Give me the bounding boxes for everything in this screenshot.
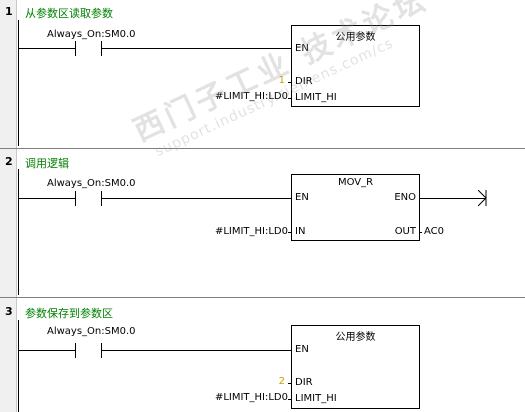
rung-wire: [19, 48, 75, 49]
contact-left-bar[interactable]: [75, 191, 76, 206]
pin-en: EN: [295, 344, 309, 355]
network-number: 2: [5, 155, 13, 168]
rung-wire: [101, 48, 292, 49]
power-rail: [18, 320, 19, 412]
pin-dir: DIR: [295, 76, 313, 87]
network-comment[interactable]: 参数保存到参数区: [25, 307, 113, 320]
network-number: 3: [5, 305, 13, 318]
contact-left-bar[interactable]: [75, 343, 76, 358]
operand-limit-hi[interactable]: #LIMIT_HI:LD0: [214, 91, 288, 102]
network-separator: [0, 297, 525, 298]
network-gutter: [0, 298, 17, 412]
contact-left-bar[interactable]: [75, 41, 76, 56]
network-number: 1: [5, 5, 13, 18]
mov-r-box[interactable]: MOV_R EN ENO IN OUT: [291, 174, 420, 241]
pin-eno: ENO: [394, 192, 416, 203]
rung-wire: [101, 350, 292, 351]
box-title: 公用参数: [335, 332, 376, 343]
pin-in: IN: [295, 226, 306, 237]
box-title: MOV_R: [337, 177, 374, 188]
network-3[interactable]: 3 参数保存到参数区 Always_On:SM0.0 公用参数 EN DIR L…: [0, 298, 525, 412]
network-gutter: [0, 149, 17, 297]
pin-tick: [288, 399, 291, 400]
pin-tick: [419, 232, 422, 233]
rung-wire: [19, 350, 75, 351]
network-comment[interactable]: 调用逻辑: [25, 157, 69, 170]
operand-out[interactable]: AC0: [424, 226, 445, 237]
contact-label: Always_On:SM0.0: [47, 326, 136, 337]
network-separator: [0, 148, 525, 149]
pin-en: EN: [295, 192, 309, 203]
pin-en: EN: [295, 43, 309, 54]
rung-wire: [19, 198, 75, 199]
contact-label: Always_On:SM0.0: [47, 29, 136, 40]
operand-in[interactable]: #LIMIT_HI:LD0: [214, 226, 288, 237]
network-gutter: [0, 0, 17, 148]
box-title: 公用参数: [335, 32, 376, 43]
pin-tick: [288, 98, 291, 99]
operand-limit-hi[interactable]: #LIMIT_HI:LD0: [214, 392, 288, 403]
contact-label: Always_On:SM0.0: [47, 178, 136, 189]
eno-wire: [419, 198, 485, 199]
power-rail: [18, 20, 19, 146]
pin-tick: [288, 383, 291, 384]
operand-dir[interactable]: 2: [278, 376, 285, 387]
pin-tick: [288, 232, 291, 233]
coil-arrow-icon: [478, 190, 487, 207]
network-2[interactable]: 2 调用逻辑 Always_On:SM0.0 MOV_R EN ENO IN O…: [0, 149, 525, 297]
function-box[interactable]: 公用参数 EN DIR LIMIT_HI: [291, 325, 420, 409]
network-1[interactable]: 1 从参数区读取参数 Always_On:SM0.0 公用参数 EN DIR L…: [0, 0, 525, 148]
operand-dir[interactable]: 1: [278, 75, 285, 86]
pin-tick: [288, 82, 291, 83]
pin-limit-hi: LIMIT_HI: [295, 393, 337, 404]
function-box[interactable]: 公用参数 EN DIR LIMIT_HI: [291, 25, 420, 107]
rung-wire: [101, 198, 292, 199]
pin-limit-hi: LIMIT_HI: [295, 92, 337, 103]
power-rail: [18, 169, 19, 295]
pin-out: OUT: [394, 226, 416, 237]
network-comment[interactable]: 从参数区读取参数: [25, 7, 113, 20]
pin-dir: DIR: [295, 377, 313, 388]
